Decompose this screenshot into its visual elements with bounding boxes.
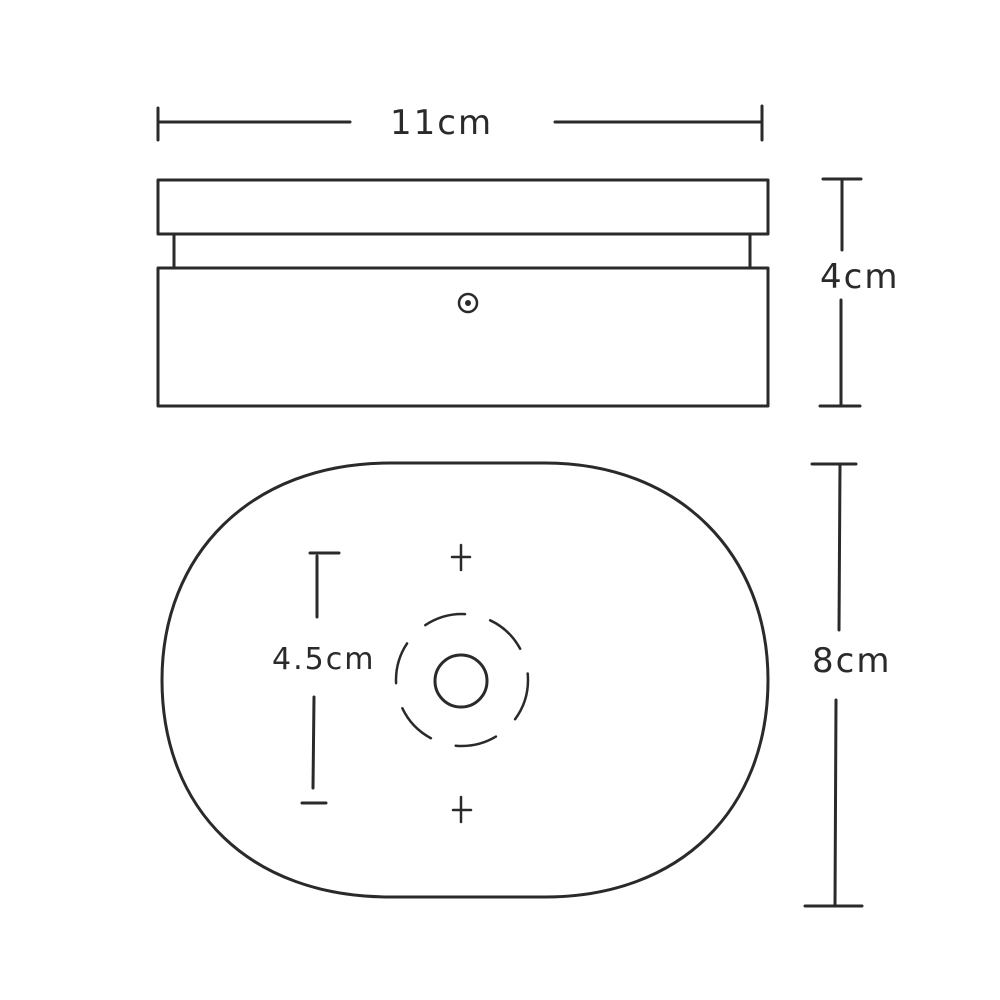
screw-icon xyxy=(457,292,479,314)
dashed-ring xyxy=(394,612,530,748)
top-view xyxy=(160,461,770,899)
width-label: 11cm xyxy=(390,103,493,143)
side-view xyxy=(156,178,770,408)
base xyxy=(156,266,770,408)
depth-dimension: 8cm xyxy=(803,462,891,908)
cross-mark-top xyxy=(450,543,472,572)
mount-spacing-label: 4.5cm xyxy=(272,642,375,677)
mount-spacing-dimension: 4.5cm xyxy=(272,551,375,805)
width-dimension: 11cm xyxy=(156,103,764,143)
depth-label: 8cm xyxy=(812,641,891,681)
oval-outline xyxy=(160,461,770,899)
height-dimension: 4cm xyxy=(818,177,899,408)
height-label: 4cm xyxy=(820,257,899,297)
cross-mark-bottom xyxy=(451,795,473,824)
center-hole xyxy=(433,653,489,709)
lid xyxy=(156,178,770,236)
